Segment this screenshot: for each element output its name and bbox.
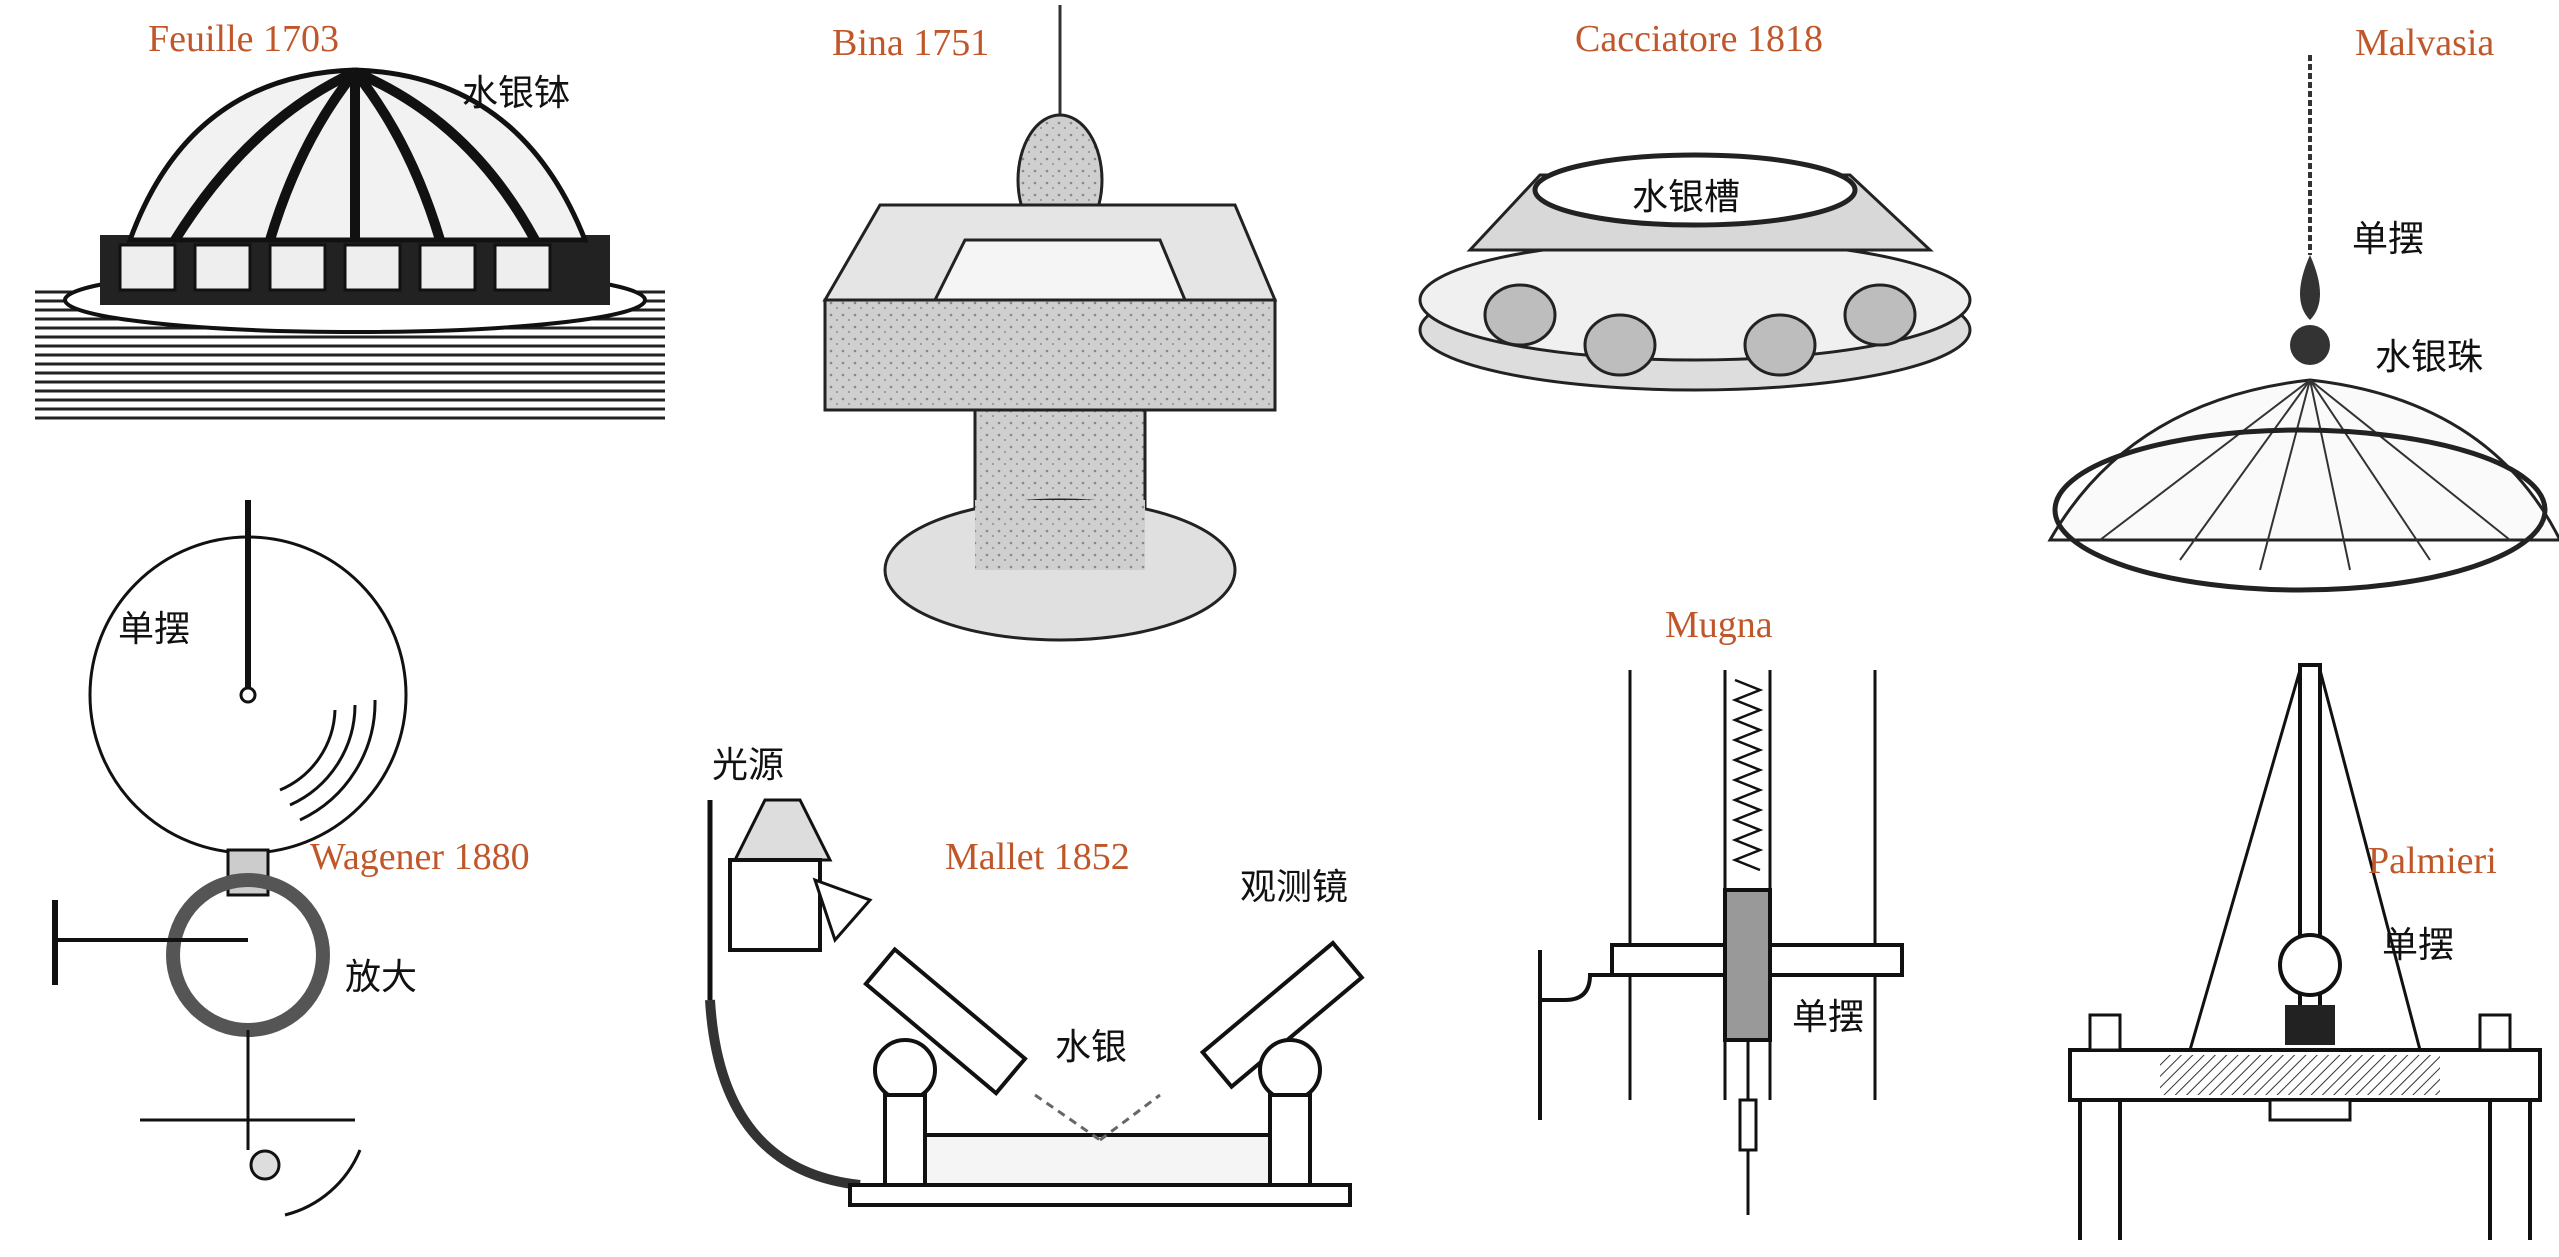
malvasia-pendulum-label: 单摆 xyxy=(2352,219,2425,260)
malvasia-illustration xyxy=(2047,55,2559,593)
mallet-illustration xyxy=(705,798,1365,1207)
palmieri-illustration xyxy=(2068,663,2542,1240)
feuille-title: Feuille 1703 xyxy=(148,18,340,60)
wagener-illustration xyxy=(52,500,408,1217)
wagener-magnify-label: 放大 xyxy=(345,957,418,998)
cacciatore-title: Cacciatore 1818 xyxy=(1575,18,1823,60)
palmieri-pendulum-label: 单摆 xyxy=(2382,925,2455,966)
feuille-illustration xyxy=(35,67,665,420)
malvasia-title: Malvasia xyxy=(2355,22,2495,64)
mallet-light-source-label: 光源 xyxy=(712,745,785,786)
palmieri-title: Palmieri xyxy=(2368,840,2497,882)
feuille-mercury-bowl-label: 水银钵 xyxy=(462,73,571,114)
cacciatore-mercury-trough-label: 水银槽 xyxy=(1632,177,1741,218)
mugna-pendulum-label: 单摆 xyxy=(1792,997,1865,1038)
wagener-title: Wagener 1880 xyxy=(310,836,530,878)
bina-title: Bina 1751 xyxy=(832,22,990,64)
cacciatore-illustration xyxy=(1418,152,1972,392)
mallet-scope-label: 观测镜 xyxy=(1240,867,1349,908)
mugna-title: Mugna xyxy=(1665,604,1773,646)
wagener-pendulum-label: 单摆 xyxy=(118,609,191,650)
mallet-mercury-label: 水银 xyxy=(1055,1027,1128,1068)
bina-illustration xyxy=(822,5,1278,642)
malvasia-mercury-ball-label: 水银珠 xyxy=(2375,337,2484,378)
mugna-illustration xyxy=(1538,670,1904,1215)
mallet-title: Mallet 1852 xyxy=(945,836,1130,878)
